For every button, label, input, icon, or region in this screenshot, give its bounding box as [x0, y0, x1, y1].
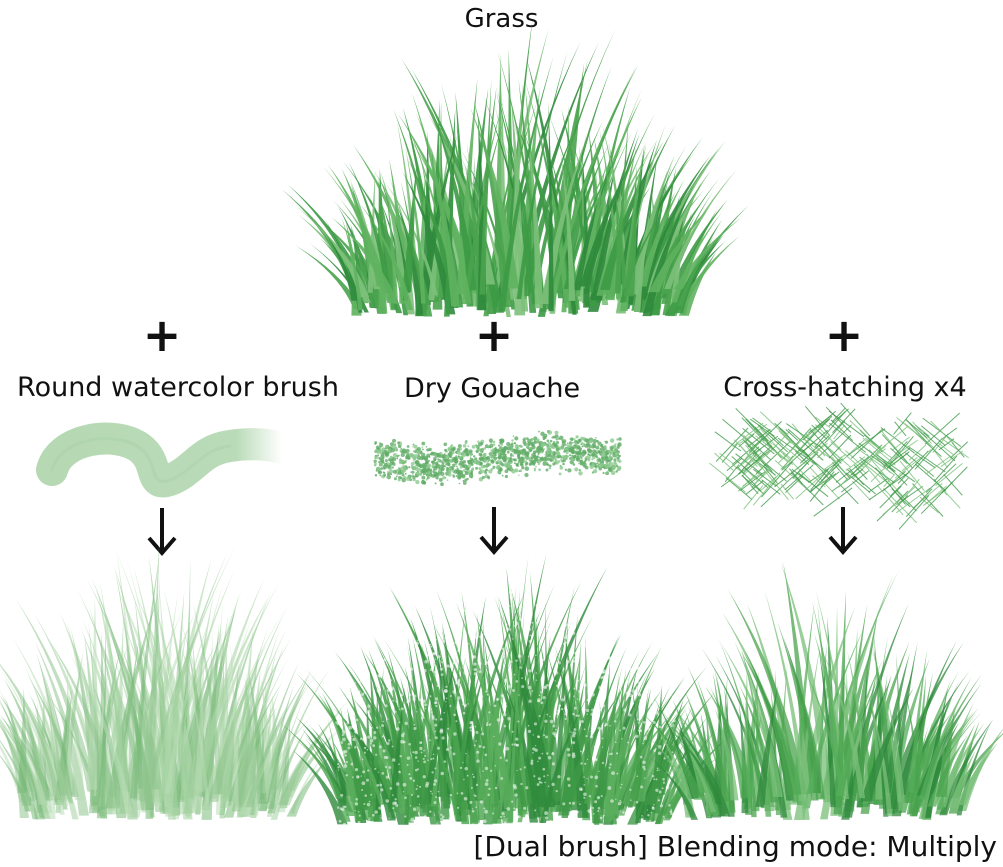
- crosshatch-stroke-sample: [709, 402, 969, 530]
- result-gouache-grass: [280, 553, 732, 827]
- brush-label-gouache: Dry Gouache: [403, 373, 581, 404]
- grass-source-image: [281, 18, 749, 317]
- result-watercolor-grass: [0, 538, 351, 820]
- plus-sign-gouache: +: [474, 308, 514, 362]
- plus-sign-watercolor: +: [142, 308, 182, 362]
- plus-sign-crosshatch: +: [824, 308, 864, 362]
- watercolor-stroke-sample: [36, 422, 298, 498]
- result-crosshatch-grass: [642, 561, 1003, 820]
- down-arrow-icon: [479, 507, 509, 556]
- brush-label-watercolor: Round watercolor brush: [17, 372, 339, 403]
- down-arrow-icon: [828, 507, 858, 556]
- gouache-stroke-sample: [373, 430, 622, 487]
- down-arrow-icon: [147, 508, 177, 557]
- brush-label-crosshatch: Cross-hatching x4: [723, 372, 967, 403]
- blend-mode-caption: [Dual brush] Blending mode: Multiply: [473, 830, 998, 863]
- diagram-title: Grass: [464, 4, 539, 34]
